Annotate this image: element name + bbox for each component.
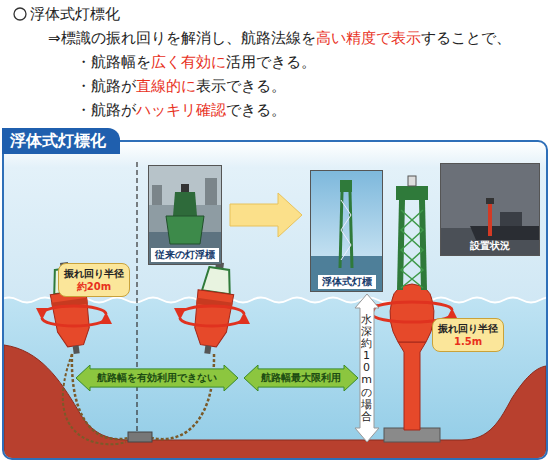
text-line: ・航路幅を広く有効に活用できる。 — [76, 52, 316, 72]
body-text: ・航路幅を — [76, 53, 151, 71]
illustration-part — [181, 184, 189, 192]
radius-callout: 振れ回り半径1.5m — [432, 318, 504, 352]
callout-value: 1.5m — [438, 335, 498, 348]
illustration-part — [340, 180, 352, 192]
body-text: できる。 — [226, 101, 286, 119]
width-arrow-text: 航路幅を有効利用できない — [97, 365, 217, 391]
callout-title: 振れ回り半径 — [438, 322, 498, 335]
illustration-part — [180, 306, 244, 314]
illustration-part — [310, 170, 383, 292]
width-arrow: 航路幅最大限利用 — [244, 365, 358, 391]
illustration-part — [390, 284, 434, 342]
photo-caption: 浮体式灯標 — [318, 275, 376, 289]
illustration-part — [470, 226, 540, 240]
width-arrow-shape — [76, 365, 238, 391]
floating-beacon — [384, 176, 440, 442]
chain — [152, 354, 214, 439]
illustration-part — [205, 178, 217, 205]
chain — [72, 354, 128, 439]
emphasis-text: 高い精度で表示 — [316, 29, 421, 47]
illustration-part — [488, 204, 492, 236]
illustration-part — [486, 198, 494, 204]
photo-caption: 設置状況 — [466, 239, 514, 253]
text-line: ⇒標識の振れ回りを解消し、航路法線を高い精度で表示することで、 — [48, 28, 511, 48]
depth-arrow — [355, 294, 379, 442]
illustration-part — [191, 290, 234, 348]
illustration-part — [396, 186, 428, 200]
body-text: することで、 — [421, 29, 511, 47]
radius-callout: 振れ回り半径約20m — [58, 263, 130, 297]
sinker — [128, 432, 152, 442]
panel-heading: 浮体式灯標化 — [2, 128, 120, 154]
body-text: 表示できる。 — [196, 77, 286, 95]
scene — [4, 142, 546, 458]
bullet-circle — [14, 8, 26, 20]
illustration-part — [152, 185, 162, 205]
illustration-part — [42, 306, 106, 314]
body-text: ・航路が — [76, 101, 136, 119]
illustration-part — [202, 267, 233, 295]
width-arrow-shape — [244, 365, 358, 391]
callout-value: 約20m — [64, 280, 124, 293]
sky — [4, 142, 546, 312]
width-arrow: 航路幅を有効利用できない — [76, 365, 238, 391]
body-text: ⇒標識の振れ回りを解消し、航路法線を — [48, 29, 316, 47]
illustration-part — [500, 212, 522, 226]
photo-caption: 従来の灯浮標 — [151, 248, 219, 262]
callout-title: 振れ回り半径 — [64, 267, 124, 280]
depth-label: 水深約10mの場合 — [361, 314, 372, 423]
swing-arrows — [42, 306, 244, 326]
illustration-part — [350, 192, 352, 268]
chain — [63, 354, 126, 444]
photo-frame: 浮体式灯標 — [310, 170, 383, 292]
seabed — [4, 345, 546, 458]
illustration-part — [398, 342, 426, 430]
emphasis-text: ハッキリ確認 — [136, 101, 226, 119]
body-text: ・航路が — [76, 77, 136, 95]
emphasis-text: 直線的に — [136, 77, 196, 95]
width-arrow-text: 航路幅最大限利用 — [261, 365, 341, 391]
page-title: 浮体式灯標化 — [30, 4, 120, 24]
illustration-part — [173, 192, 197, 216]
illustration-part — [204, 345, 211, 354]
text-line: ・航路が直線的に表示できる。 — [76, 76, 286, 96]
illustration-part — [148, 165, 222, 265]
photo-frame: 従来の灯浮標 — [148, 165, 222, 265]
illustration-part — [166, 216, 204, 244]
photo-old-buoy — [148, 165, 222, 265]
emphasis-text: 広く有効に — [151, 53, 226, 71]
body-text: 活用できる。 — [226, 53, 316, 71]
text-line: ・航路がハッキリ確認できる。 — [76, 100, 286, 120]
illustration-part — [180, 318, 244, 326]
illustration-part — [50, 290, 93, 348]
illustration-part — [372, 302, 452, 310]
photo-installation — [440, 163, 540, 256]
illustration-part — [341, 200, 351, 260]
illustration-part — [422, 200, 424, 290]
illustration-part — [310, 256, 383, 292]
photo-floating-beacon — [310, 170, 383, 292]
photo-frame: 設置状況 — [440, 163, 540, 256]
divider-line — [136, 162, 137, 440]
illustration-part — [73, 345, 80, 354]
illustration-part — [408, 176, 416, 186]
block-arrow — [230, 193, 302, 237]
illustration-part — [400, 200, 402, 290]
illustration-part — [42, 318, 106, 326]
figure-panel: 浮体式灯標化従来の灯浮標浮体式灯標設置状況振れ回り半径約20m航路幅を有効利用で… — [2, 140, 548, 460]
illustration-part — [440, 163, 540, 256]
illustration-part — [401, 210, 423, 288]
